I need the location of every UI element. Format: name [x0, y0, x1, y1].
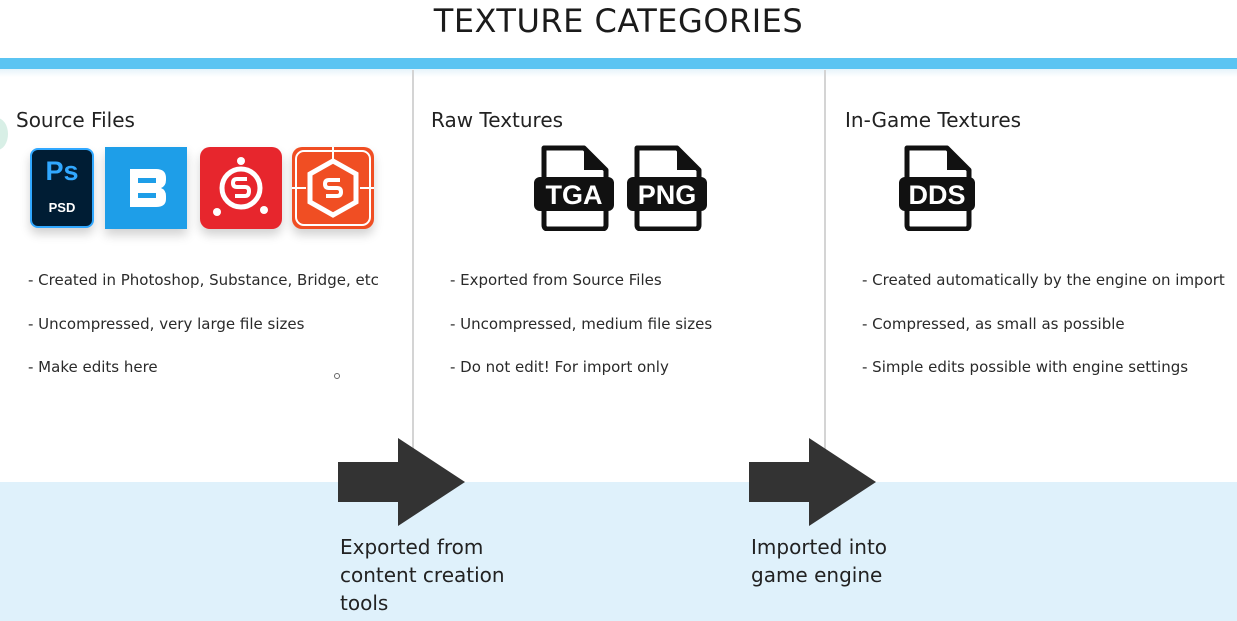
bullet-item: - Exported from Source Files: [450, 271, 662, 289]
substance-designer-icon: [292, 147, 374, 229]
tga-file-label: TGA: [546, 180, 603, 210]
import-caption: Imported into game engine: [751, 533, 951, 589]
caption-line: game engine: [751, 563, 883, 587]
source-files-bullets: - Created in Photoshop, Substance, Bridg…: [28, 268, 379, 399]
png-file-label: PNG: [638, 180, 697, 210]
tga-file-icon: TGA: [534, 145, 614, 231]
photoshop-icon-sublabel: PSD: [48, 200, 76, 215]
bullet-item: - Do not edit! For import only: [450, 358, 669, 376]
bullet-item: - Uncompressed, medium file sizes: [450, 314, 713, 333]
photoshop-icon: Ps PSD: [30, 148, 94, 228]
mouse-cursor: [334, 373, 340, 379]
bullet-item: - Make edits here: [28, 358, 158, 376]
png-file-icon: PNG: [627, 145, 707, 231]
in-game-textures-bullets: - Created automatically by the engine on…: [862, 268, 1225, 399]
arrow-right-icon: [338, 438, 465, 526]
caption-line: content creation: [340, 563, 505, 587]
bullet-item: - Simple edits possible with engine sett…: [862, 358, 1189, 376]
raw-textures-bullets: - Exported from Source Files - Uncompres…: [450, 268, 712, 399]
photoshop-icon-label: Ps: [45, 156, 79, 186]
dds-file-label: DDS: [908, 180, 965, 210]
column-divider-2: [824, 70, 826, 482]
column-divider-1: [412, 70, 414, 482]
caption-line: tools: [340, 591, 389, 615]
arrow-right-icon: [749, 438, 876, 526]
caption-line: Exported from: [340, 535, 484, 559]
accent-bar-shadow: [0, 69, 1237, 77]
bullet-item: - Compressed, as small as possible: [862, 314, 1125, 333]
bullet-item: - Uncompressed, very large file sizes: [28, 314, 305, 333]
substance-painter-icon: [200, 147, 282, 229]
accent-bar: [0, 58, 1237, 69]
bridge-icon: [105, 147, 187, 229]
dds-file-icon: DDS: [899, 145, 975, 231]
column-title-raw-textures: Raw Textures: [431, 108, 564, 132]
page-title: TEXTURE CATEGORIES: [433, 2, 804, 40]
caption-line: Imported into: [751, 535, 888, 559]
edge-marker: [0, 118, 8, 150]
bullet-item: - Created in Photoshop, Substance, Bridg…: [28, 271, 379, 289]
column-title-in-game-textures: In-Game Textures: [845, 108, 1022, 132]
bottom-band: [0, 482, 1237, 621]
bullet-item: - Created automatically by the engine on…: [862, 271, 1225, 289]
column-title-source-files: Source Files: [16, 108, 135, 132]
export-caption: Exported from content creation tools: [340, 533, 540, 617]
